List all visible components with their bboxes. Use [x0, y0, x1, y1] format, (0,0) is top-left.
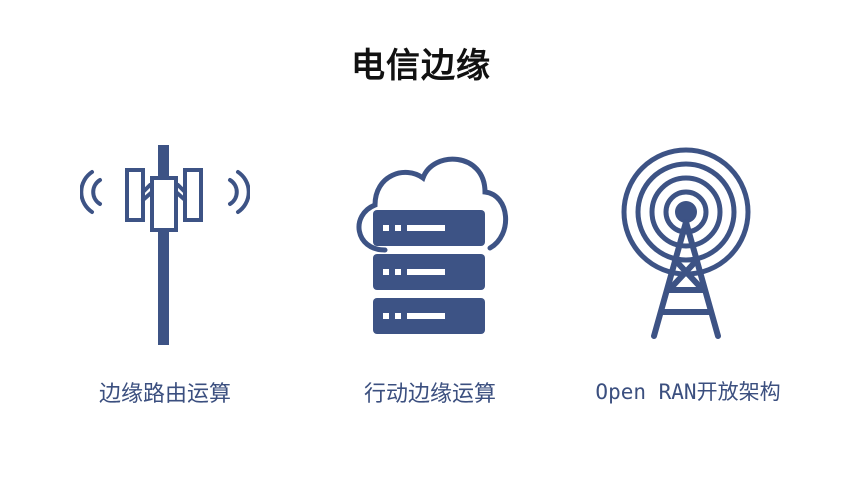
item-label-open-ran: Open RAN开放架构: [595, 380, 781, 404]
item-label-mobile-edge-computing: 行动边缘运算: [363, 382, 496, 407]
page-title: 电信边缘: [351, 46, 491, 86]
item-label-edge-routing: 边缘路由运算: [98, 382, 231, 407]
radio-broadcast-tower-icon: [621, 147, 751, 339]
cell-tower-antenna-icon: [80, 145, 250, 345]
cloud-server-icon: [356, 156, 508, 334]
